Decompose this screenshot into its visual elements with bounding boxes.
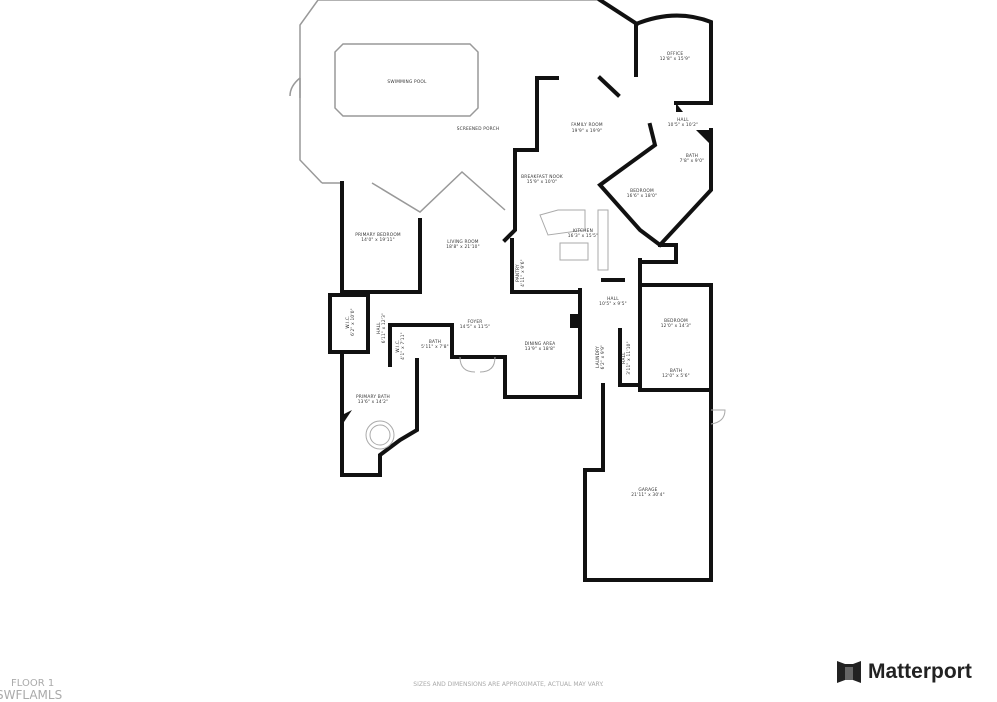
room-wic-1: W.I.C.6'2" x 10'0" xyxy=(345,308,356,336)
room-dimensions: 13'6" x 14'2" xyxy=(358,399,389,405)
screened-porch-outline xyxy=(289,0,600,213)
room-name: LIVING ROOM xyxy=(447,239,479,245)
room-name: BREAKFAST NOOK xyxy=(521,174,563,180)
room-name: W.I.C. xyxy=(345,315,351,328)
room-dimensions: 10'5" x 10'2" xyxy=(668,122,699,128)
disclaimer: SIZES AND DIMENSIONS ARE APPROXIMATE, AC… xyxy=(413,681,604,688)
source-label: SWFLAMLS xyxy=(0,688,63,702)
fixtures xyxy=(365,209,726,450)
room-name: LAUNDRY xyxy=(595,346,601,368)
room-dimensions: 14'5" x 11'5" xyxy=(460,324,491,330)
room-dimensions: 14'0" x 19'11" xyxy=(361,237,395,243)
room-dimensions: 16'6" x 18'0" xyxy=(627,193,658,199)
room-name: BATH xyxy=(670,368,682,374)
matterport-icon xyxy=(837,661,861,683)
room-name: BEDROOM xyxy=(664,318,688,324)
room-dimensions: 21'11" x 30'4" xyxy=(631,492,665,498)
room-dimensions: 6'2" x 10'0" xyxy=(350,308,356,336)
room-name: OFFICE xyxy=(667,51,684,57)
room-dimensions: 12'0" x 14'3" xyxy=(661,323,692,329)
floor-label: FLOOR 1 xyxy=(11,678,55,689)
room-dimensions: 12'8" x 15'9" xyxy=(660,56,691,62)
room-name: HALL xyxy=(376,322,382,334)
room-name: BATH xyxy=(686,153,698,159)
matterport-logo: Matterport xyxy=(836,659,972,685)
room-name: HALL xyxy=(677,117,689,123)
room-dimensions: 19'9" x 19'9" xyxy=(572,128,603,134)
room-labels: SWIMMING POOL SCREENED PORCH FAMILY ROOM… xyxy=(345,51,704,498)
room-name: FAMILY ROOM xyxy=(571,122,603,128)
room-name: DINING AREA xyxy=(525,341,556,347)
walls xyxy=(328,0,713,582)
room-dimensions: 7'8" x 9'0" xyxy=(680,158,705,164)
room-name: GARAGE xyxy=(638,487,657,493)
brand-name: Matterport xyxy=(868,660,972,683)
room-dimensions: 13'9" x 18'8" xyxy=(525,346,556,352)
room-dimensions: 6'2" x 9'9" xyxy=(600,345,606,370)
room-dimensions: 4'1" x 7'11" xyxy=(400,332,406,360)
room-dimensions: 3'11" x 11'10" xyxy=(626,341,632,375)
room-name: BEDROOM xyxy=(630,188,654,194)
room-name: SCREENED PORCH xyxy=(457,126,500,132)
room-dimensions: 18'8" x 21'10" xyxy=(446,244,480,250)
room-dimensions: 4'11" x 9'6" xyxy=(520,259,526,287)
room-name: PANTRY xyxy=(515,264,521,282)
room-name: SWIMMING POOL xyxy=(387,79,427,85)
room-name: PRIMARY BATH xyxy=(356,394,390,400)
room-dimensions: 5'11" x 7'8" xyxy=(421,344,449,350)
room-name: W.I.C. xyxy=(395,339,401,352)
room-dimensions: 10'5" x 9'5" xyxy=(599,301,627,307)
room-dimensions: 15'9" x 10'0" xyxy=(527,179,558,185)
room-name: FOYER xyxy=(468,319,483,325)
room-wic-2: W.I.C.4'1" x 7'11" xyxy=(395,332,406,360)
room-dimensions: 16'3" x 15'5" xyxy=(568,233,599,239)
room-name: KITCHEN xyxy=(573,228,593,234)
room-name: BATH xyxy=(429,339,441,345)
room-name: PRIMARY BEDROOM xyxy=(355,232,401,238)
room-name: HALL xyxy=(607,296,619,302)
room-name: HALL xyxy=(621,352,627,364)
room-dimensions: 6'11" x 12'3" xyxy=(381,313,387,344)
room-dimensions: 12'0" x 5'6" xyxy=(662,373,690,379)
